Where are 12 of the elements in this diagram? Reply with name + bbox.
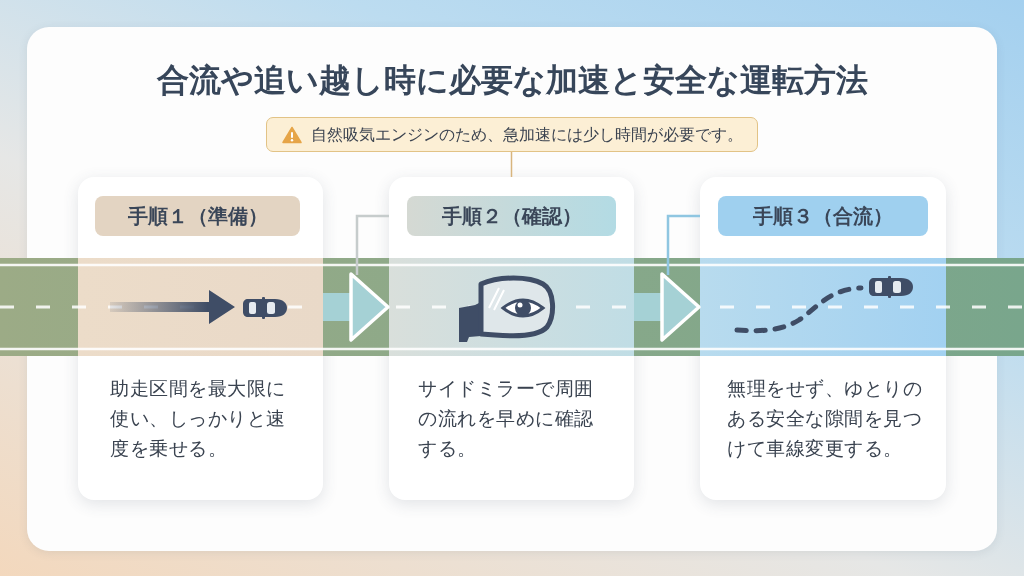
- step-heading: 手順２（確認）: [407, 196, 616, 236]
- note-text: 自然吸気エンジンのため、急加速には少し時間が必要です。: [310, 123, 743, 146]
- step-description: 無理をせず、ゆとりのある安全な隙間を見つけて車線変更する。: [727, 376, 923, 461]
- step-heading: 手順３（合流）: [718, 196, 928, 236]
- block-arrow: [323, 272, 390, 342]
- step-description: 助走区間を最大限に使い、しっかりと速度を乗せる。: [110, 376, 287, 461]
- step-heading: 手順１（準備）: [95, 196, 300, 236]
- connector-line: [510, 151, 513, 178]
- step-description: サイドミラーで周囲の流れを早めに確認する。: [418, 376, 595, 461]
- block-arrow: [634, 272, 701, 342]
- warning-note: [266, 117, 758, 152]
- title: 合流や追い越し時に必要な加速と安全な運転方法: [156, 60, 868, 101]
